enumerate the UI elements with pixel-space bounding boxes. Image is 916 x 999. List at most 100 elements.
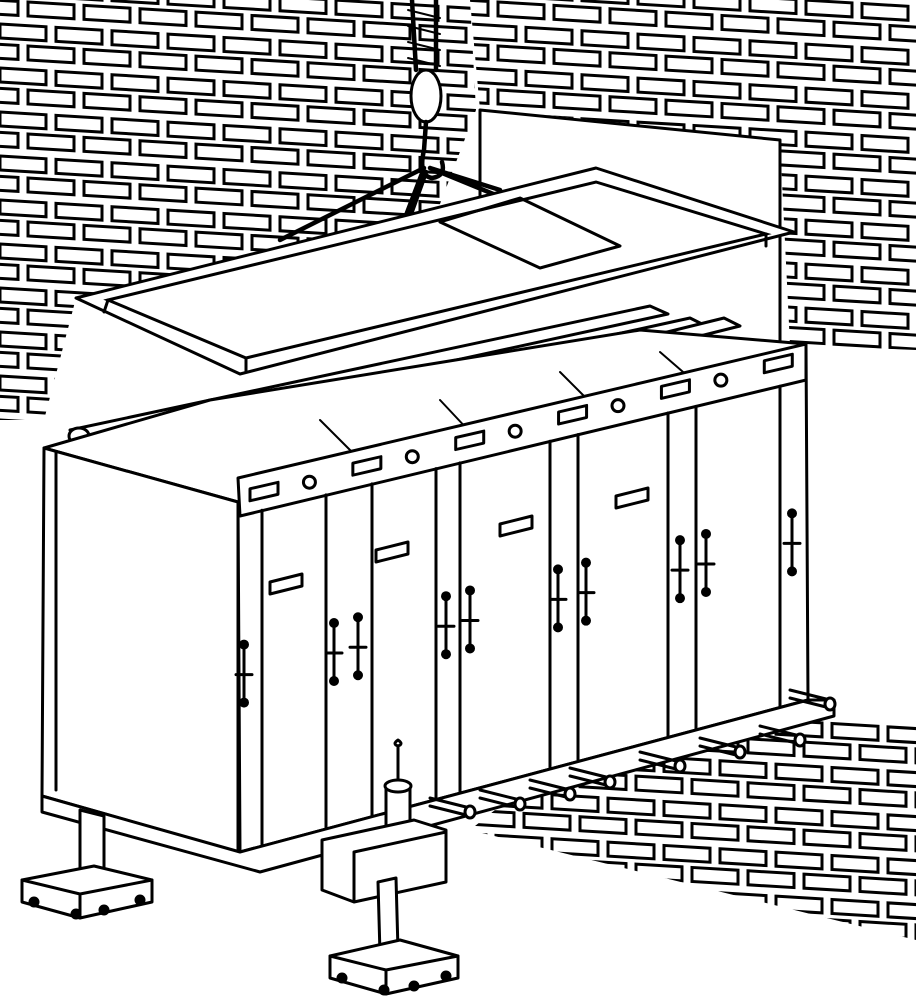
brick [0, 0, 20, 17]
brick [608, 51, 658, 72]
roller-pipe [428, 796, 477, 820]
brick [524, 69, 574, 90]
brick [862, 356, 908, 373]
brick [748, 83, 798, 104]
brick [718, 759, 768, 780]
roller-pipe [568, 766, 617, 790]
brick [390, 133, 440, 154]
brick [606, 840, 656, 861]
brick [468, 986, 514, 999]
brick [110, 249, 160, 270]
brick [804, 262, 854, 283]
brick [550, 925, 600, 940]
brick [634, 774, 684, 795]
nameplate [374, 540, 410, 564]
brick [550, 793, 600, 814]
brick [888, 67, 916, 88]
brick [524, 945, 570, 962]
brick [830, 897, 880, 918]
brick [26, 0, 76, 21]
brick [858, 787, 908, 808]
brick [278, 39, 328, 60]
brick [0, 154, 48, 175]
brick [194, 54, 244, 75]
brick [0, 286, 48, 307]
brick [718, 847, 768, 868]
brick [832, 988, 878, 999]
top-rail-slots [248, 352, 794, 503]
brick [776, 984, 822, 999]
door-handle [234, 639, 254, 708]
brick [26, 88, 76, 109]
brick [888, 199, 916, 220]
brick [552, 47, 602, 68]
brick [832, 196, 882, 217]
brick [82, 135, 132, 156]
brick [26, 396, 76, 417]
brick [890, 378, 916, 395]
brick [522, 855, 572, 876]
brick [54, 25, 104, 46]
brick [886, 857, 916, 878]
brick [858, 919, 908, 940]
nameplates [268, 486, 650, 596]
brick [110, 29, 160, 50]
brick [774, 806, 824, 827]
brick [222, 123, 272, 144]
brick [718, 803, 768, 824]
brick [222, 35, 272, 56]
brick [860, 1, 910, 22]
brick [0, 242, 48, 263]
brick [830, 809, 880, 830]
brick [832, 944, 878, 961]
brick [690, 777, 740, 798]
brick [832, 328, 882, 349]
brick [746, 737, 796, 758]
brick [552, 91, 602, 112]
brick [250, 101, 300, 122]
rail-slot [659, 378, 691, 400]
brick [250, 57, 300, 78]
rail-slot [762, 352, 794, 375]
brick [250, 145, 300, 166]
roller-pipe [638, 750, 687, 774]
brick [524, 25, 574, 46]
brick [746, 825, 796, 846]
brick [82, 91, 132, 112]
brick [830, 765, 880, 786]
brick [606, 884, 656, 905]
brick [886, 769, 916, 790]
brick [362, 196, 412, 217]
brick [0, 173, 20, 193]
door-handle [576, 557, 596, 626]
brick [718, 891, 768, 912]
brick [776, 149, 826, 170]
brick [860, 966, 906, 983]
brick [418, 23, 468, 44]
brick [636, 952, 682, 969]
brick [470, 852, 516, 873]
brick [138, 183, 188, 204]
floor-rollers [428, 688, 837, 820]
door-handles [234, 508, 802, 708]
brick [194, 10, 244, 31]
brick [470, 22, 518, 43]
crane-rope [407, 0, 441, 73]
brick [748, 0, 798, 16]
brick [194, 230, 244, 251]
brick [774, 894, 824, 915]
brick [832, 240, 882, 261]
lifting-frame [74, 166, 796, 376]
rail-bolt-hole [507, 423, 523, 439]
brick [580, 0, 630, 6]
brick [494, 921, 544, 940]
brick [306, 105, 356, 126]
brick [832, 152, 882, 173]
brick [0, 129, 20, 149]
brick [776, 17, 826, 38]
brick [690, 865, 740, 886]
brick [54, 113, 104, 134]
brick [888, 287, 916, 308]
brick [886, 725, 916, 746]
brick [82, 355, 132, 376]
